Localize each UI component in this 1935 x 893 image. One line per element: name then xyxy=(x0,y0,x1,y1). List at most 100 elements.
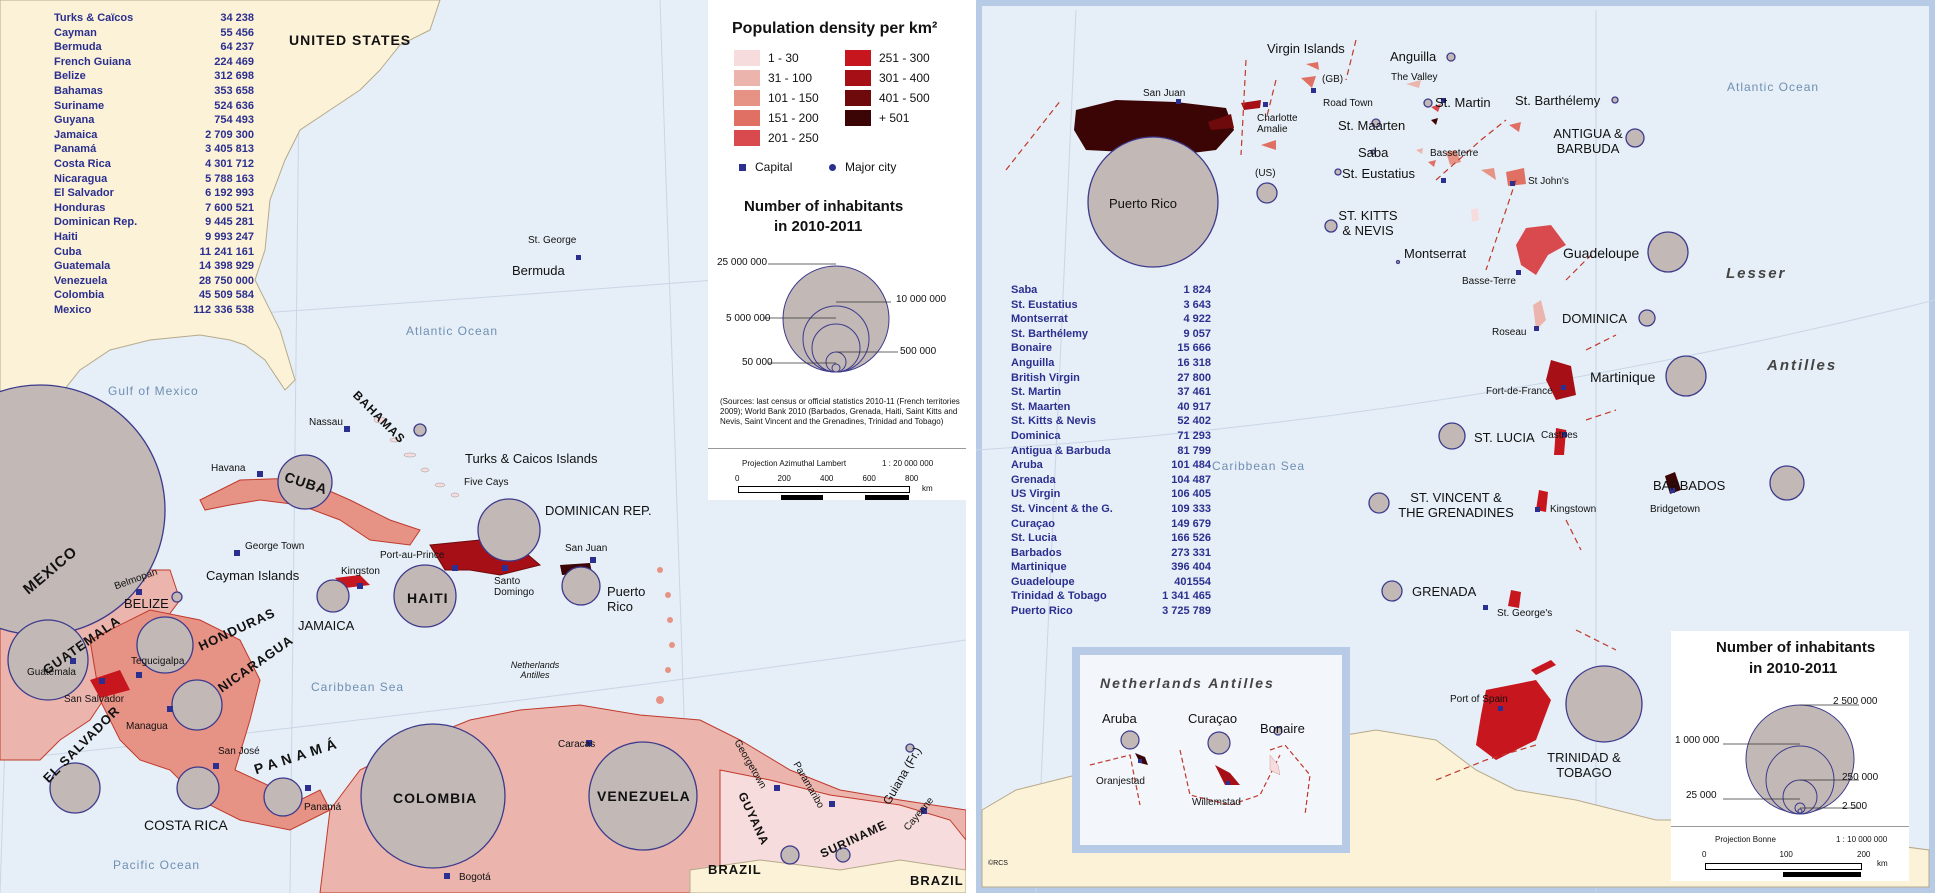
left-table-value: 64 237 xyxy=(220,41,254,54)
left-table-value: 45 509 584 xyxy=(198,289,254,302)
circle-guiana xyxy=(905,743,915,753)
left-table-value: 2 709 300 xyxy=(205,128,254,141)
density-swatch xyxy=(734,130,760,146)
circle-puerto-rico xyxy=(561,566,601,606)
right-legend-title-1: Number of inhabitants xyxy=(1716,639,1876,656)
legend-circle-25m: 25 000 000 xyxy=(717,257,768,268)
right-table-value: 1 341 465 xyxy=(1162,590,1211,603)
netherlands-inset: Netherlands Antilles Aruba Curaçao Bonai… xyxy=(1072,647,1350,853)
circle-anguilla xyxy=(1446,52,1456,62)
left-table-row: Panamá 3 405 813 xyxy=(54,143,254,158)
left-table-name: Guyana xyxy=(54,114,95,127)
label-san-juan-r: San Juan xyxy=(1143,88,1186,99)
density-swatch xyxy=(734,50,760,66)
population-circles xyxy=(0,384,915,869)
right-legend: Number of inhabitants in 2010-2011 2 500… xyxy=(1671,631,1909,881)
right-legend-divider xyxy=(1671,826,1909,827)
panel-gutter xyxy=(966,0,976,893)
circle-guadeloupe xyxy=(1647,231,1689,273)
right-table-value: 81 799 xyxy=(1177,444,1211,457)
right-table-value: 109 333 xyxy=(1171,502,1211,515)
city-san-juan: San Juan xyxy=(565,543,608,554)
copyright: ©RCS xyxy=(988,860,1008,867)
north-america-land xyxy=(0,0,441,421)
left-table-name: Bermuda xyxy=(54,41,102,54)
left-table-name: Bahamas xyxy=(54,84,103,97)
left-table-name: Guatemala xyxy=(54,260,111,273)
left-table-value: 11 241 161 xyxy=(199,245,254,258)
label-brazil-1: BRAZIL xyxy=(708,862,762,877)
bahamas-islands xyxy=(373,416,460,498)
label-turks: Turks & Caicos Islands xyxy=(465,451,598,466)
left-table-name: Dominican Rep. xyxy=(54,216,138,229)
inset-curacao: Curaçao xyxy=(1188,711,1238,726)
scale-bar xyxy=(738,486,910,500)
right-legend-projection: Projection Bonne xyxy=(1715,835,1776,844)
circle-belize xyxy=(171,591,183,603)
left-table-value: 9 993 247 xyxy=(205,230,254,243)
label-puerto-rico-r: Puerto Rico xyxy=(1109,196,1177,211)
right-table-name: Antigua & Barbuda xyxy=(1011,444,1111,457)
label-gb: (GB) xyxy=(1322,74,1344,85)
label-st-lucia: ST. LUCIA xyxy=(1474,430,1535,445)
right-table-name: St. Kitts & Nevis xyxy=(1011,415,1096,428)
scale-unit: km xyxy=(922,484,933,493)
ocean-pacific: Pacific Ocean xyxy=(113,858,201,872)
circle-montserrat xyxy=(1395,259,1401,265)
label-usa: UNITED STATES xyxy=(289,32,412,48)
left-table-value: 5 788 163 xyxy=(205,172,254,185)
right-table-name: Trinidad & Tobago xyxy=(1011,590,1107,603)
right-table-value: 3 643 xyxy=(1183,298,1211,311)
label-belize: BELIZE xyxy=(124,596,169,611)
label-basse-terre: Basse-Terre xyxy=(1462,276,1516,287)
density-swatch xyxy=(734,90,760,106)
left-table-name: Mexico xyxy=(54,303,92,316)
right-table-name: Dominica xyxy=(1011,429,1061,442)
left-table-value: 3 405 813 xyxy=(205,143,254,156)
left-table-row: Bermuda 64 237 xyxy=(54,41,254,56)
circle-barbados xyxy=(1769,465,1805,501)
label-venezuela: VENEZUELA xyxy=(597,788,691,804)
density-label: + 501 xyxy=(879,111,910,125)
circle-us-virgin xyxy=(1256,182,1278,204)
circle-colombia xyxy=(360,723,506,869)
density-label: 1 - 30 xyxy=(768,51,799,65)
label-netherlands-antilles: Netherlands Antilles xyxy=(510,660,560,680)
label-st-johns: St John's xyxy=(1528,176,1569,187)
right-table-value: 27 800 xyxy=(1177,371,1211,384)
label-grenada: GRENADA xyxy=(1412,584,1477,599)
circle-st-lucia xyxy=(1438,422,1466,450)
right-table-name: St. Lucia xyxy=(1011,532,1057,545)
right-table-value: 149 679 xyxy=(1171,517,1211,530)
inset-graphics xyxy=(1089,726,1311,816)
right-scale-unit: km xyxy=(1877,859,1888,868)
label-lesser: Lesser xyxy=(1726,265,1787,282)
right-table-name: Guadeloupe xyxy=(1011,575,1075,588)
label-st-kitts: ST. KITTS & NEVIS xyxy=(1338,208,1398,238)
gb-virgin-shape xyxy=(1306,62,1319,70)
density-swatch xyxy=(734,110,760,126)
label-antilles: Antilles xyxy=(1767,357,1838,374)
city-managua: Managua xyxy=(126,721,168,732)
label-trinidad: TRINIDAD & TOBAGO xyxy=(1547,750,1621,780)
label-brazil-2: BRAZIL xyxy=(910,873,964,888)
density-swatch xyxy=(734,70,760,86)
circle-antigua xyxy=(1625,128,1645,148)
circle-british-virgin xyxy=(1324,219,1338,233)
left-table-value: 353 658 xyxy=(214,84,254,97)
legend-scale-ratio: 1 : 20 000 000 xyxy=(882,459,934,468)
left-table-value: 34 238 xyxy=(220,12,254,24)
left-table-name: Honduras xyxy=(54,201,106,214)
left-table-name: Jamaica xyxy=(54,128,98,141)
left-table-name: Panamá xyxy=(54,143,97,156)
right-legend-1000k: 1 000 000 xyxy=(1675,735,1720,746)
